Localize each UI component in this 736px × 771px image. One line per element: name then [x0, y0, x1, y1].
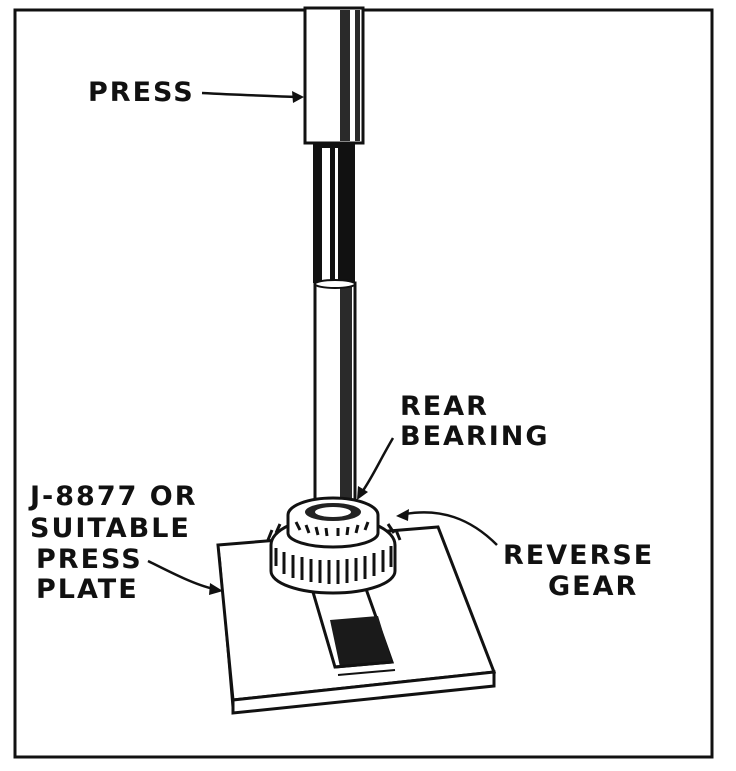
- press-ram: [303, 6, 365, 145]
- label-press-plate-line3: PRESS: [36, 544, 143, 575]
- label-rear-bearing-line1: REAR: [400, 391, 489, 422]
- leader-press: [201, 91, 304, 103]
- label-press-plate-line4: PLATE: [36, 574, 139, 605]
- label-rear-bearing-line2: BEARING: [400, 421, 550, 452]
- rear-bearing: [286, 496, 380, 549]
- label-reverse-gear-line2: GEAR: [548, 571, 639, 602]
- label-reverse-gear-line1: REVERSE: [503, 540, 655, 571]
- leader-rear-bearing: [357, 437, 395, 500]
- label-press-plate-line1: J-8877 OR: [30, 481, 198, 512]
- leader-press-plate: [147, 559, 223, 595]
- label-press: PRESS: [88, 77, 195, 108]
- leader-reverse-gear: [396, 509, 498, 546]
- press-pin: [313, 279, 357, 505]
- label-press-plate-line2: SUITABLE: [30, 513, 191, 544]
- press-rod: [313, 143, 355, 283]
